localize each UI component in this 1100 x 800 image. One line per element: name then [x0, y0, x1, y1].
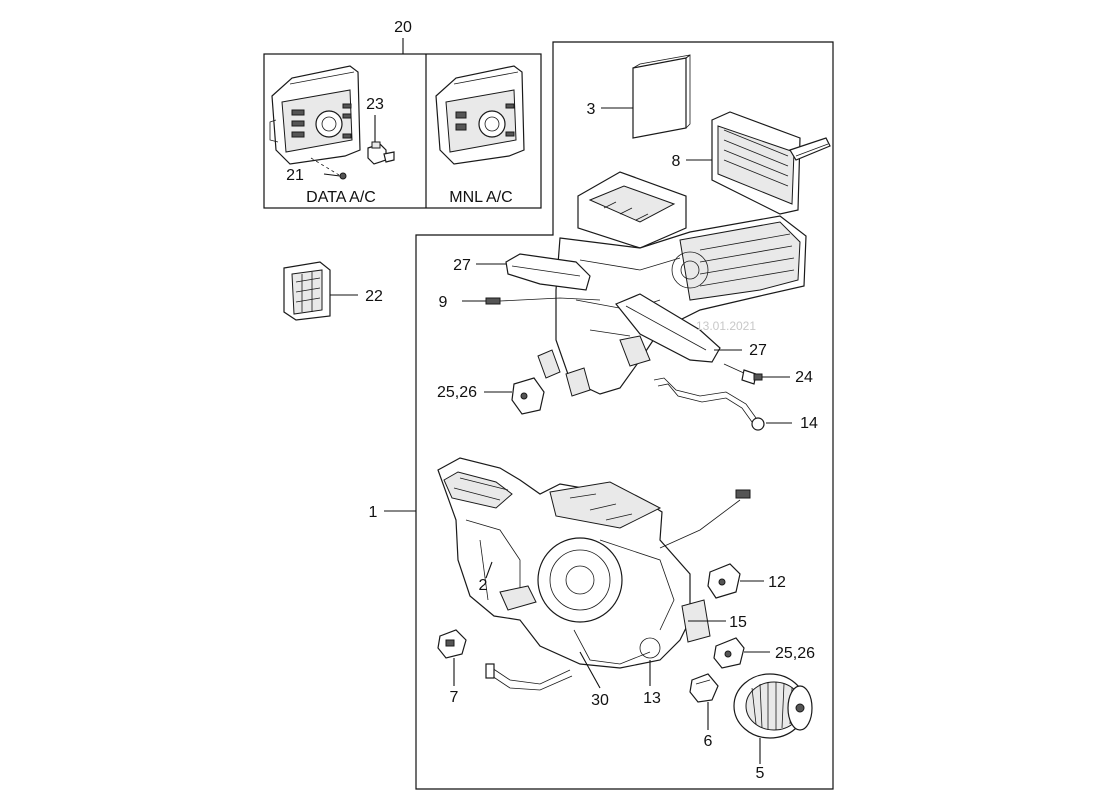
caption-data-ac: DATA A/C	[306, 189, 376, 206]
callout-25-26-lower: 25,26	[775, 645, 815, 662]
sensor-7	[437, 629, 467, 686]
actuator-25-26-lower	[713, 637, 770, 669]
callout-23: 23	[366, 96, 384, 113]
callout-15: 15	[729, 614, 747, 631]
caption-mnl-ac: MNL A/C	[449, 189, 512, 206]
resistor-6	[689, 673, 719, 730]
main-assembly-frame	[415, 41, 834, 790]
actuator-12	[707, 563, 764, 599]
callout-3: 3	[587, 101, 596, 118]
sensor-24	[723, 363, 790, 385]
screw-21	[323, 172, 347, 180]
callout-30: 30	[591, 692, 609, 709]
duct-27-right	[615, 293, 742, 363]
leader-2	[485, 561, 493, 579]
callout-5: 5	[756, 765, 765, 782]
callout-27-right: 27	[749, 342, 767, 359]
duct-27-left	[476, 253, 591, 291]
callout-8: 8	[672, 153, 681, 170]
control-unit-mnl-ac	[435, 65, 525, 165]
callout-9: 9	[439, 294, 448, 311]
callout-20: 20	[394, 19, 412, 36]
heater-core-8	[686, 111, 831, 215]
blower-motor-5	[733, 673, 813, 764]
hvac-housing-upper	[537, 171, 807, 397]
drain-hose-14	[653, 377, 792, 431]
callout-1: 1	[369, 504, 378, 521]
callout-13: 13	[643, 690, 661, 707]
callout-14: 14	[800, 415, 818, 432]
hvac-housing-lower	[437, 457, 711, 669]
wire-harness-lower	[659, 489, 751, 549]
callout-6: 6	[704, 733, 713, 750]
sensor-23	[367, 115, 395, 165]
callout-7: 7	[450, 689, 459, 706]
watermark-date: 13.01.2021	[696, 319, 756, 333]
control-panel-frame	[263, 38, 542, 209]
callout-22: 22	[365, 288, 383, 305]
callout-2: 2	[479, 577, 488, 594]
wire-harness-9	[462, 297, 601, 305]
callout-12: 12	[768, 574, 786, 591]
cabin-air-filter-3	[601, 54, 691, 139]
callout-27-left: 27	[453, 257, 471, 274]
callout-25-26-upper: 25,26	[437, 384, 477, 401]
callout-21: 21	[286, 167, 304, 184]
control-unit-data-ac	[269, 65, 361, 165]
callout-24: 24	[795, 369, 813, 386]
sensor-cable-30	[485, 651, 601, 691]
vent-grille-22	[283, 261, 358, 321]
actuator-25-26-upper	[484, 377, 545, 415]
